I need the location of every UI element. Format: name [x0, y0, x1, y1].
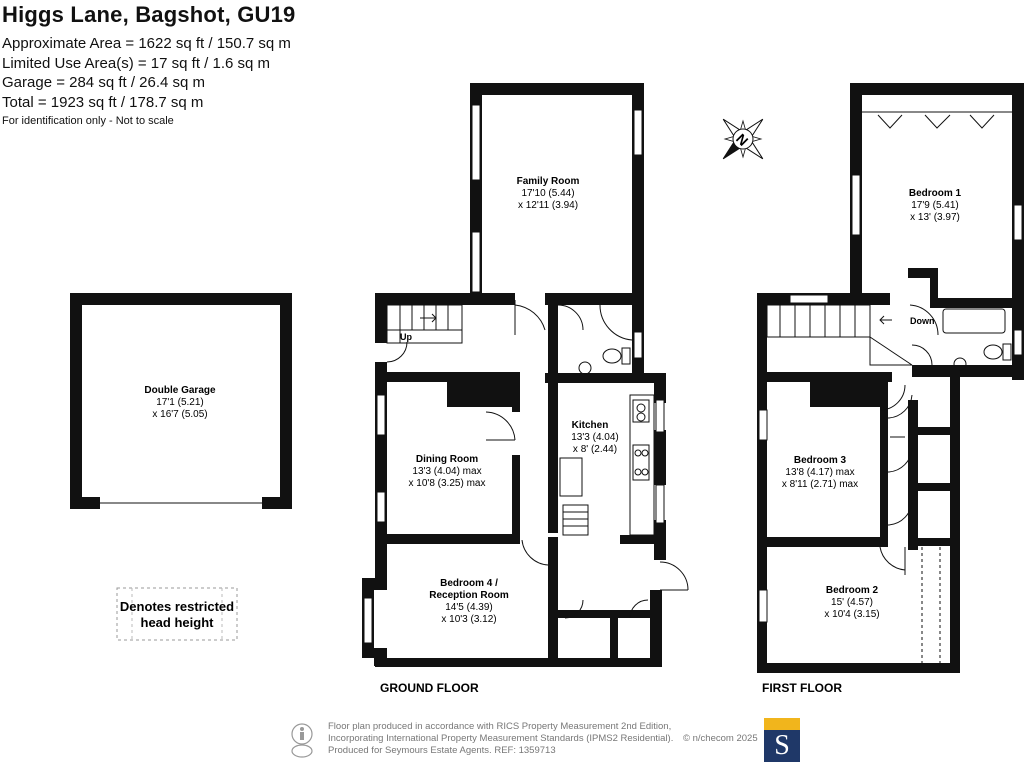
kitchen-dim-1: 13'3 (4.04) — [571, 432, 619, 443]
first-floor-fixtures — [766, 111, 1012, 663]
stairs-up-label: Up — [400, 332, 412, 342]
dining-room-name: Dining Room — [416, 454, 478, 465]
bedroom3-dim-1: 13'8 (4.17) max — [785, 467, 854, 478]
garage-dim-2: x 16'7 (5.05) — [152, 409, 207, 420]
family-room-dim-2: x 12'11 (3.94) — [518, 200, 578, 211]
first-floor-windows — [758, 174, 1023, 623]
bedroom4-dim-1: 14'5 (4.39) — [445, 602, 493, 613]
bedroom3-name: Bedroom 3 — [794, 455, 847, 466]
copyright: © n/checom 2025 — [683, 733, 758, 744]
family-room-dim-1: 17'10 (5.44) — [521, 188, 574, 199]
bedroom4-name-2: Reception Room — [429, 590, 509, 601]
ground-floor-label: GROUND FLOOR — [380, 681, 479, 695]
bedroom4-dim-2: x 10'3 (3.12) — [441, 614, 496, 625]
first-floor-walls — [757, 83, 1024, 673]
header: Higgs Lane, Bagshot, GU19 Approximate Ar… — [2, 2, 296, 127]
limited-use-area: Limited Use Area(s) = 17 sq ft / 1.6 sq … — [2, 54, 271, 72]
total-area: Total = 1923 sq ft / 178.7 sq m — [2, 93, 204, 111]
bedroom2-dim-1: 15' (4.57) — [831, 597, 873, 608]
identification-note: For identification only - Not to scale — [2, 115, 174, 127]
logo-gold-bar — [764, 718, 800, 730]
legend-line-2: head height — [141, 615, 215, 630]
restricted-height-legend — [116, 587, 238, 641]
agent-logo: S — [764, 718, 800, 762]
kitchen-dim-2: x 8' (2.44) — [573, 444, 617, 455]
kitchen-name: Kitchen — [572, 420, 609, 431]
bedroom1-name: Bedroom 1 — [909, 188, 962, 199]
first-floor-label: FIRST FLOOR — [762, 681, 842, 695]
ground-floor-fixtures — [386, 300, 689, 619]
bedroom1-dim-2: x 13' (3.97) — [910, 212, 960, 223]
approximate-area: Approximate Area = 1622 sq ft / 150.7 sq… — [2, 35, 291, 52]
footer-line-3: Produced for Seymours Estate Agents. REF… — [328, 745, 556, 756]
ground-floor-walls — [362, 83, 666, 667]
garage-dim-1: 17'1 (5.21) — [156, 397, 204, 408]
page-title: Higgs Lane, Bagshot, GU19 — [2, 2, 296, 27]
bedroom4-name-1: Bedroom 4 / — [440, 578, 498, 589]
dining-room-dim-2: x 10'8 (3.25) max — [409, 478, 486, 489]
bedroom2-name: Bedroom 2 — [826, 585, 879, 596]
logo-letter: S — [774, 730, 790, 761]
stairs-down-label: Down — [910, 316, 935, 326]
ground-floor-windows — [363, 104, 665, 644]
footer-text: Floor plan produced in accordance with R… — [328, 721, 673, 757]
garage-name: Double Garage — [144, 385, 216, 396]
legend-line-1: Denotes restricted — [120, 599, 234, 614]
footer-line-2: Incorporating International Property Mea… — [328, 733, 674, 744]
footer-line-1: Floor plan produced in accordance with R… — [328, 721, 672, 732]
garage-walls — [70, 293, 292, 509]
bedroom2-dim-2: x 10'4 (3.15) — [824, 609, 879, 620]
bedroom3-dim-2: x 8'11 (2.71) max — [782, 479, 858, 490]
bedroom1-dim-1: 17'9 (5.41) — [911, 200, 959, 211]
garage-area: Garage = 284 sq ft / 26.4 sq m — [2, 74, 206, 91]
person-icon — [291, 723, 313, 758]
compass-rose — [722, 118, 764, 160]
dining-room-dim-1: 13'3 (4.04) max — [412, 466, 481, 477]
family-room-name: Family Room — [517, 176, 580, 187]
